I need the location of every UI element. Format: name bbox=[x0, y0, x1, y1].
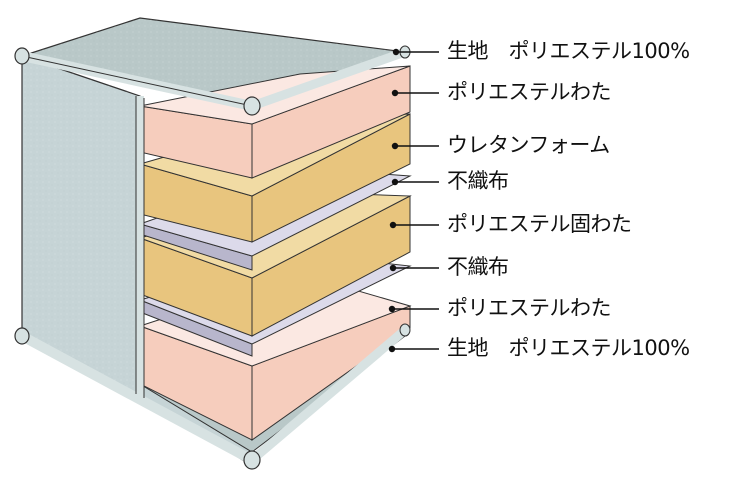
leader-dot-1 bbox=[391, 89, 399, 97]
bottom-piping-end-front bbox=[243, 450, 261, 470]
label-polyester-firm-wadding: ポリエステル固わた bbox=[447, 212, 632, 236]
bottom-front-piping bbox=[17, 331, 257, 465]
label-nonwoven-lower: 不織布 bbox=[447, 255, 509, 279]
label-polyester-wadding-top: ポリエステルわた bbox=[447, 80, 612, 104]
leader-dot-7 bbox=[388, 345, 396, 353]
top-piping-end-front bbox=[243, 96, 261, 116]
leader-dot-2 bbox=[391, 142, 399, 150]
leader-dot-5 bbox=[389, 264, 397, 272]
bottom-piping-end-left bbox=[14, 327, 30, 345]
leader-dot-4 bbox=[389, 221, 397, 229]
bottom-piping-end-right bbox=[399, 323, 411, 337]
bottom-right-piping bbox=[247, 325, 410, 465]
label-nonwoven-upper: 不織布 bbox=[447, 169, 509, 193]
label-fabric-top: 生地 ポリエステル100% bbox=[447, 39, 690, 63]
label-fabric-bottom: 生地 ポリエステル100% bbox=[447, 336, 690, 360]
top-front-piping-outline bbox=[21, 55, 253, 107]
leader-lines bbox=[388, 48, 439, 353]
leader-dot-6 bbox=[388, 305, 396, 313]
label-urethane-foam: ウレタンフォーム bbox=[447, 133, 610, 157]
top-right-piping bbox=[247, 47, 410, 111]
top-piping-end-left bbox=[14, 47, 30, 65]
cover-left-side-texture bbox=[22, 56, 140, 396]
leader-dot-3 bbox=[391, 178, 399, 186]
leader-dot-0 bbox=[392, 48, 400, 56]
label-polyester-wadding-bottom: ポリエステルわた bbox=[447, 296, 612, 320]
